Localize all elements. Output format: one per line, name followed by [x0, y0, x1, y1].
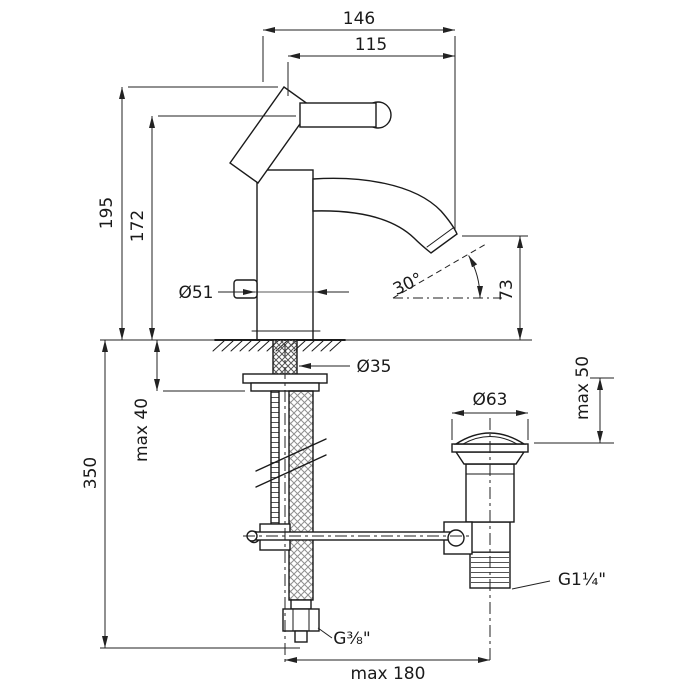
- handle-housing: [229, 86, 313, 184]
- supply-hose: [282, 390, 320, 643]
- spout: [312, 177, 458, 254]
- leader-g38: [317, 627, 333, 639]
- dim-max-40: [154, 340, 245, 392]
- dim-172: [149, 115, 296, 340]
- hose-nut: [282, 608, 320, 632]
- dim-max-50: [534, 377, 614, 444]
- dim-73: [462, 235, 528, 340]
- dim-label-dia-63: Ø63: [472, 390, 507, 410]
- hose-end-tube: [294, 630, 308, 643]
- dim-label-max-40: max 40: [132, 398, 152, 462]
- dim-label-max-50: max 50: [573, 356, 593, 420]
- dim-dia-63: [451, 410, 529, 440]
- break-lines: [255, 438, 327, 488]
- dim-350: [100, 340, 300, 649]
- lever-handle: [299, 102, 377, 128]
- dim-label-dia-35: Ø35: [356, 357, 391, 377]
- dim-115: [287, 53, 455, 96]
- dim-label-g114: G1¼": [558, 570, 606, 590]
- dim-label-30deg: 30°: [390, 269, 426, 300]
- dim-angle-30: [392, 243, 502, 299]
- dim-146: [262, 27, 456, 230]
- popup-rod-horizontal: [246, 523, 465, 551]
- leader-g114: [511, 580, 551, 590]
- dim-label-g38: G⅜": [333, 629, 370, 649]
- dim-195: [119, 86, 278, 340]
- dim-label-172: 172: [128, 210, 148, 242]
- centerlines: [243, 344, 491, 664]
- spout-aerator-line: [426, 227, 454, 248]
- rod-ball-joint: [447, 529, 465, 547]
- popup-knob: [233, 279, 258, 299]
- faucet-body: [229, 86, 458, 341]
- popup-rod-vertical: [270, 390, 280, 525]
- waste-plug-dome: [453, 432, 527, 445]
- dim-label-350: 350: [81, 457, 101, 489]
- dim-label-dia-51: Ø51: [178, 283, 213, 303]
- dim-label-195: 195: [97, 197, 117, 229]
- dim-label-115: 115: [355, 35, 387, 55]
- dim-label-max-180: max 180: [351, 664, 426, 684]
- dim-label-146: 146: [343, 9, 375, 29]
- dimension-lines: [100, 27, 614, 664]
- hose-collar: [290, 599, 312, 610]
- waste-assembly: [443, 432, 529, 589]
- dim-label-73: 73: [497, 279, 517, 301]
